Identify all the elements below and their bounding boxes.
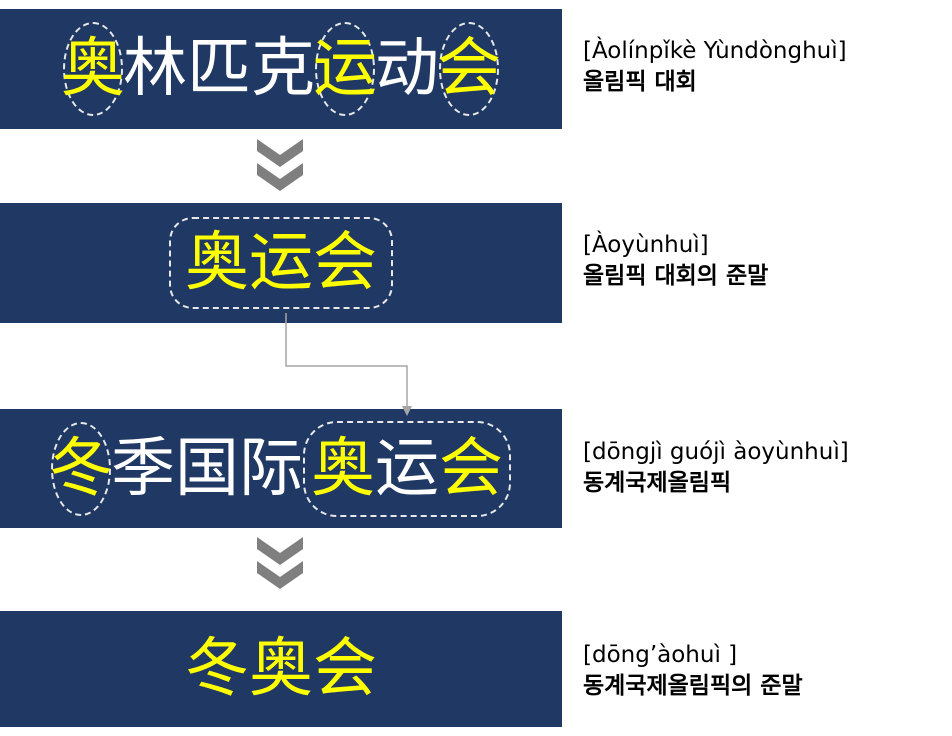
term-band-olympic-games: 奥 林 匹 克 运 动 会 xyxy=(0,9,562,129)
term-char: 运 xyxy=(249,226,313,300)
term-band-olympics-abbrev: 奥 运 会 xyxy=(0,203,562,323)
term-char: 季 xyxy=(111,431,175,506)
annotation-winter-olympics-abbrev: [dōng’àohuì ] 동계국제올림픽의 준말 xyxy=(583,640,803,702)
highlight-ring: 冬 xyxy=(49,421,113,516)
term-char: 国 xyxy=(175,431,239,506)
korean-meaning: 올림픽 대회 xyxy=(583,69,697,95)
pinyin-text: [Àoyùnhuì] xyxy=(583,232,709,258)
term-char: 林 xyxy=(123,32,187,106)
term-char: 冬 xyxy=(49,431,113,506)
term-char: 克 xyxy=(251,32,315,106)
highlight-ring: 运 xyxy=(313,22,377,116)
pinyin-text: [dōngjì guójì àoyùnhuì] xyxy=(583,439,849,465)
term-char: 奥 xyxy=(311,431,375,506)
term-char: 运 xyxy=(313,32,377,106)
term-char: 奥 xyxy=(249,632,313,706)
term-char: 冬 xyxy=(185,632,249,706)
term-char: 会 xyxy=(313,226,377,300)
korean-meaning: 동계국제올림픽 xyxy=(583,470,732,496)
annotation-winter-olympics: [dōngjì guójì àoyùnhuì] 동계국제올림픽 xyxy=(583,437,849,499)
term-char: 运 xyxy=(375,431,439,506)
term-band-winter-olympics-abbrev: 冬 奥 会 xyxy=(0,611,562,727)
highlight-ring: 奥 xyxy=(61,22,125,116)
term-char: 际 xyxy=(239,431,303,506)
term-olympic-games: 奥 林 匹 克 运 动 会 xyxy=(61,22,501,116)
highlight-group: 奥 运 会 xyxy=(303,420,511,517)
term-band-winter-olympics: 冬 季 国 际 奥 运 会 xyxy=(0,409,562,528)
term-char: 匹 xyxy=(187,32,251,106)
pinyin-text: [dōng’àohuì ] xyxy=(583,642,738,668)
term-char: 奥 xyxy=(185,226,249,300)
korean-meaning: 올림픽 대회의 준말 xyxy=(583,263,769,289)
term-char: 会 xyxy=(439,431,503,506)
double-chevron-down-icon xyxy=(257,139,303,191)
term-char: 会 xyxy=(437,32,501,106)
term-char: 动 xyxy=(375,32,439,106)
korean-meaning: 동계국제올림픽의 준말 xyxy=(583,673,803,699)
term-winter-olympics: 冬 季 国 际 奥 运 会 xyxy=(49,420,511,517)
annotation-olympic-games: [Àolínpǐkè Yùndònghuì] 올림픽 대회 xyxy=(583,36,847,98)
highlight-ring: 会 xyxy=(437,22,501,116)
pinyin-text: [Àolínpǐkè Yùndònghuì] xyxy=(583,38,847,64)
term-winter-olympics-abbrev: 冬 奥 会 xyxy=(185,629,377,709)
double-chevron-down-icon xyxy=(257,537,303,589)
term-char: 奥 xyxy=(61,32,125,106)
term-char: 会 xyxy=(313,632,377,706)
annotation-olympics-abbrev: [Àoyùnhuì] 올림픽 대회의 준말 xyxy=(583,230,768,292)
highlight-group: 奥 运 会 xyxy=(169,217,393,309)
